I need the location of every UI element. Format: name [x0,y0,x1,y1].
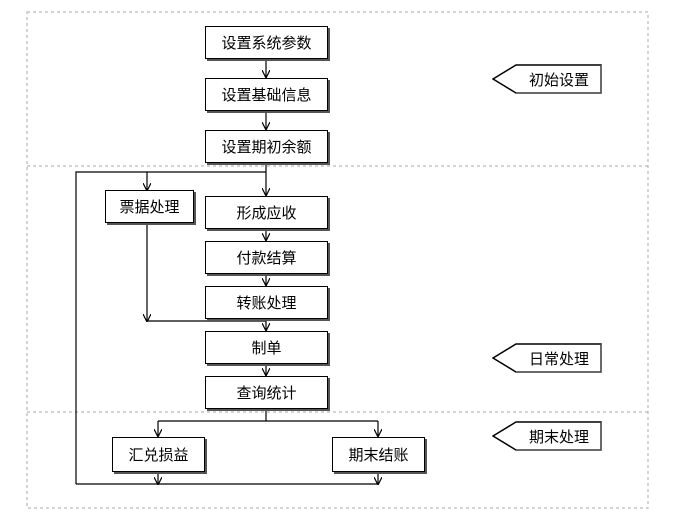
step-make-voucher: 制单 [205,331,328,364]
step-transfer-processing: 转账处理 [205,286,328,319]
phase-label-daily: 日常处理 [528,349,589,368]
phase-tag-initial: 初始设置 [492,64,602,94]
phase-region-border [26,11,649,509]
step-bill-processing: 票据处理 [105,190,194,223]
step-set-system-params: 设置系统参数 [205,26,328,59]
step-form-receivables: 形成应收 [205,196,328,229]
phase-tag-daily: 日常处理 [492,343,602,373]
phase-tag-period-end: 期末处理 [492,421,602,451]
step-period-end-closing: 期末结账 [332,437,425,472]
step-payment-settlement: 付款结算 [205,241,328,274]
step-query-statistics: 查询统计 [205,376,328,409]
phase-tag-arrow-shape [492,64,602,94]
step-set-opening-balance: 设置期初余额 [205,130,328,163]
step-set-basic-info: 设置基础信息 [205,78,328,111]
phase-label-initial: 初始设置 [528,70,589,89]
step-exchange-gain-loss: 汇兑损益 [112,437,205,472]
phase-label-period-end: 期末处理 [528,427,589,446]
phase-tag-arrow-shape [492,343,602,373]
loop-back-line [75,171,266,484]
phase-tag-arrow-shape [492,421,602,451]
